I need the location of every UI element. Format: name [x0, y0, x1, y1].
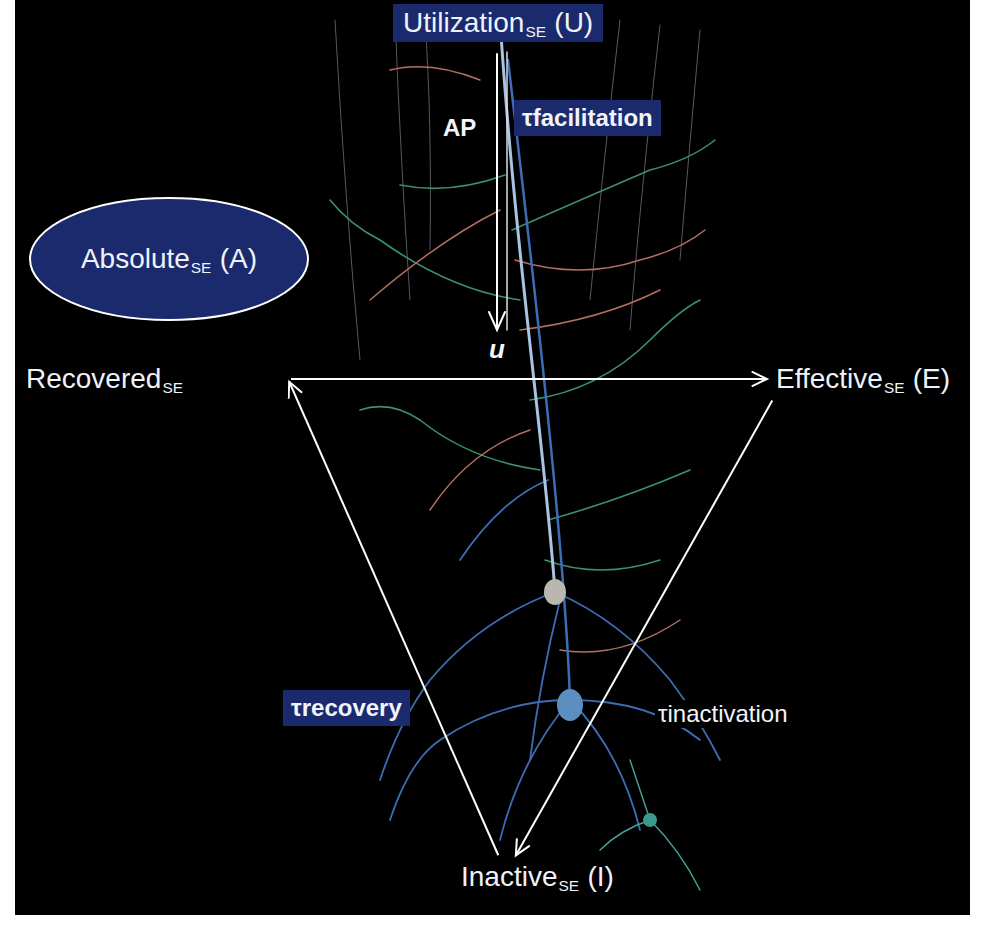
- node-text: Utilization: [403, 7, 524, 39]
- arrow-connector: [289, 382, 499, 856]
- time-constant-box: τrecovery: [283, 690, 410, 726]
- arrow-connector: [516, 401, 772, 856]
- text-row: EffectiveSE (E): [776, 363, 950, 395]
- dark-background: [15, 0, 970, 915]
- variable-label: u: [486, 334, 508, 365]
- variable-box: UtilizationSE (U): [393, 4, 603, 42]
- symbol-text: (A): [220, 243, 257, 275]
- subscript-text: SE: [559, 877, 580, 895]
- symbol-text: (U): [554, 7, 593, 39]
- time-constant-label: τinactivation: [655, 700, 791, 728]
- text-row: UtilizationSE (U): [403, 7, 593, 39]
- subscript-text: SE: [884, 379, 905, 397]
- state-label: InactiveSE (I): [455, 858, 620, 896]
- symbol-text: (E): [913, 363, 950, 395]
- node-text: Effective: [776, 363, 883, 395]
- subscript-text: SE: [191, 259, 212, 277]
- state-label: RecoveredSE: [20, 360, 288, 398]
- text-row: AbsoluteSE (A): [81, 243, 257, 275]
- symbol-text: (I): [587, 861, 613, 893]
- text-row: InactiveSE (I): [461, 861, 614, 893]
- text-row: RecoveredSE: [26, 363, 282, 395]
- variable-ellipse: AbsoluteSE (A): [28, 196, 310, 322]
- node-text: Inactive: [461, 861, 558, 893]
- subscript-text: SE: [525, 23, 546, 41]
- signal-label: AP: [440, 114, 479, 142]
- node-text: Recovered: [26, 363, 161, 395]
- subscript-text: SE: [162, 379, 183, 397]
- node-text: Absolute: [81, 243, 190, 275]
- state-label: EffectiveSE (E): [770, 360, 956, 398]
- arrow-connector: [291, 372, 767, 387]
- time-constant-box: τfacilitation: [514, 100, 661, 136]
